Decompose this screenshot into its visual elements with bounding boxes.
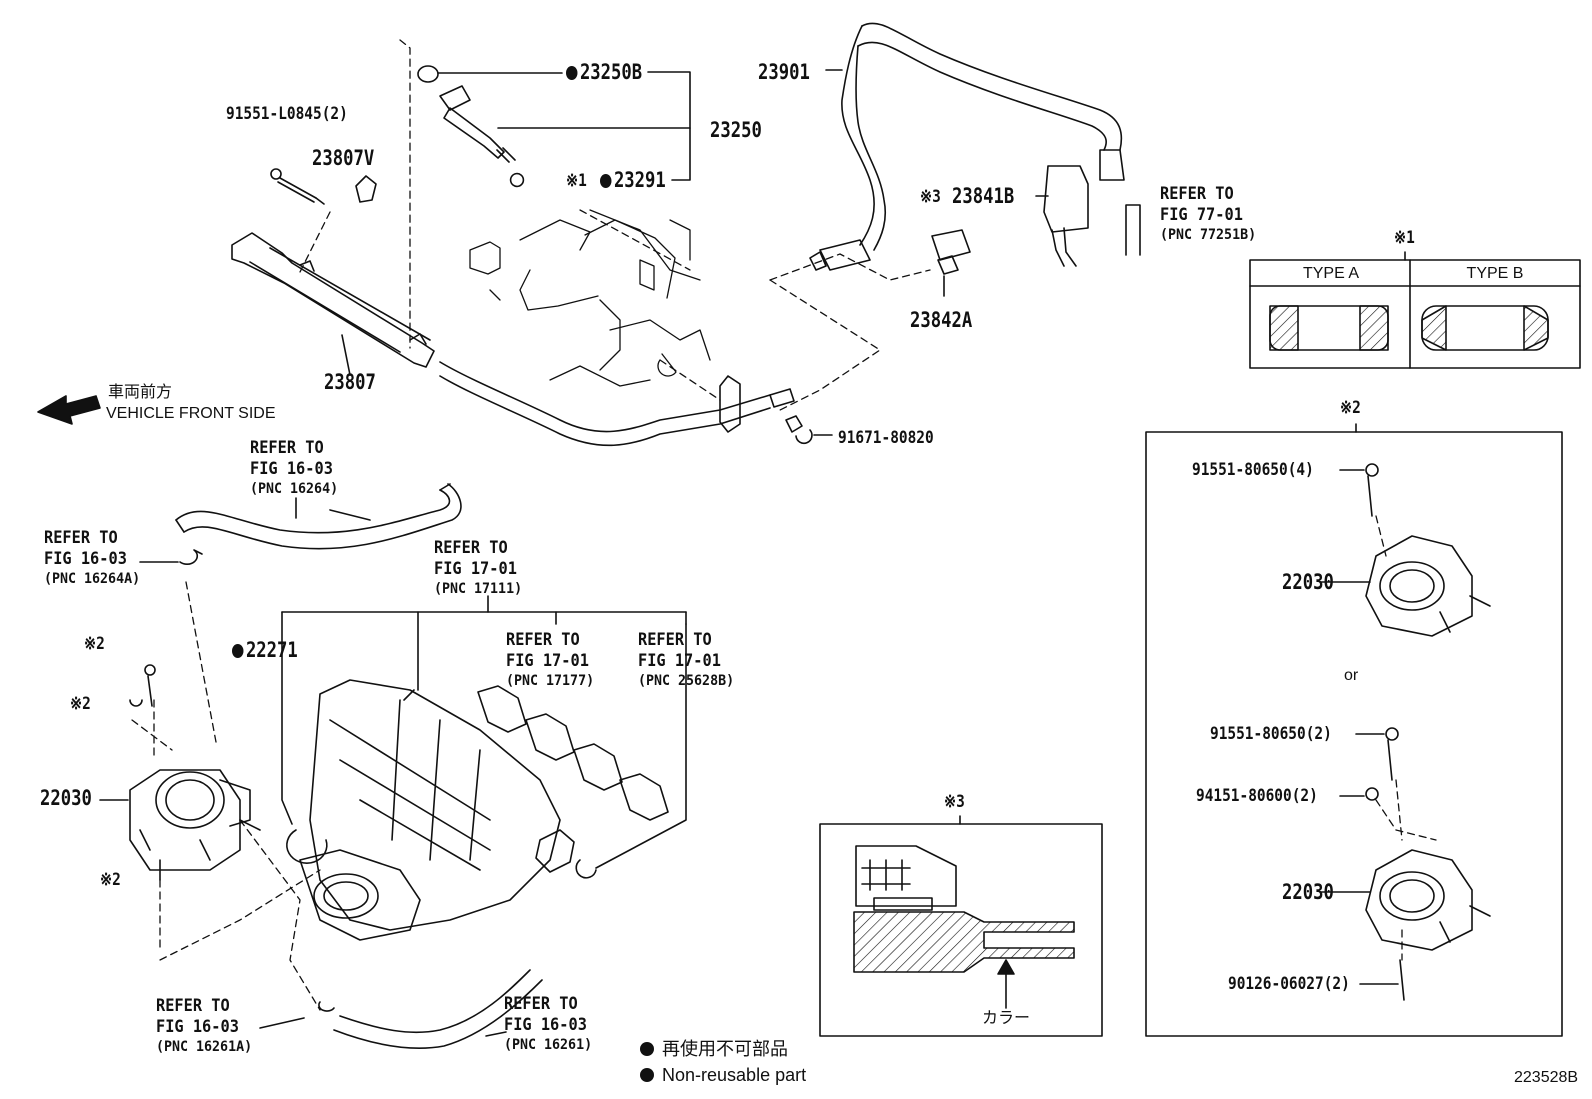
engine-ghost [469,209,711,387]
throttle-body-left [129,664,261,881]
assembly-lines-top [299,39,931,411]
part-note-2b: ※2 [70,694,91,714]
fuel-hose [809,22,1141,271]
reference-pnc-16264[interactable]: REFER TO FIG 16-03 (PNC 16264) [250,438,339,497]
figure-code: 223528B [1514,1069,1579,1086]
collar-label: カラー [982,1008,1031,1027]
inset2-nut2: 94151-80600(2) [1196,786,1318,806]
inset3-title: ※3 [944,792,965,812]
clamp-16264a [139,549,203,566]
part-label-22271: 22271 [232,640,298,661]
reference-pnc-16261a[interactable]: REFER TO FIG 16-03 (PNC 16261A) [156,996,253,1055]
inset2-tb-top: 22030 [1282,570,1334,594]
inset-throttle-options [1145,423,1563,1037]
bolt-91551-l0845 [270,168,377,205]
inset-type-ab [1249,251,1581,369]
inset-throttle-dashes [1375,515,1437,961]
non-reusable-dot-icon [600,174,612,188]
part-label-23291: 23291 [600,170,666,191]
inset2-bolt4: 91551-80650(4) [1192,460,1314,480]
part-label-23841b-note: ※3 [920,187,941,207]
reference-pnc-16261[interactable]: REFER TO FIG 16-03 (PNC 16261) [504,994,593,1053]
inset2-tb-bottom: 22030 [1282,880,1334,904]
non-reusable-dot-icon [232,644,244,658]
reference-pnc-25628b[interactable]: REFER TO FIG 17-01 (PNC 25628B) [638,630,735,689]
non-reusable-dot-icon [640,1042,654,1056]
part-label-22030-left: 22030 [40,786,92,810]
type-b-label: TYPE B [1466,265,1524,282]
inset2-stud2: 90126-06027(2) [1228,974,1350,994]
hose-16261 [318,969,543,1050]
type-a-label: TYPE A [1302,265,1360,282]
part-label-91551-l0845: 91551-L0845(2) [226,104,348,124]
injector-group [417,65,691,188]
part-label-23807v: 23807V [312,146,375,170]
delivery-pipe [231,232,795,447]
direction-label-jp: 車両前方 [108,382,173,401]
inset2-or: or [1344,667,1359,684]
intake-manifold [286,679,597,941]
part-label-23250b: 23250B [566,62,642,83]
reference-brackets [99,334,687,1029]
reference-pnc-17177[interactable]: REFER TO FIG 17-01 (PNC 17177) [506,630,595,689]
part-label-23807: 23807 [324,370,376,394]
inset1-title: ※1 [1394,228,1415,248]
part-label-23842a: 23842A [910,308,973,332]
manifold-gaskets [477,685,669,821]
vehicle-front-arrow [37,395,101,425]
assembly-lines-left [131,581,321,1011]
inset2-bolt2: 91551-80650(2) [1210,724,1332,744]
part-label-23250: 23250 [710,118,762,142]
direction-label-en: VEHICLE FRONT SIDE [106,405,276,422]
legend-jp: 再使用不可部品 [640,1040,788,1058]
part-label-91671: 91671-80820 [838,428,934,448]
non-reusable-dot-icon [640,1068,654,1082]
clip-23842a [931,229,971,297]
reference-fig-77-01[interactable]: REFER TO FIG 77-01 (PNC 77251B) [1160,184,1257,243]
part-label-23291-note: ※1 [566,171,587,191]
part-label-23901: 23901 [758,60,810,84]
hose-16264 [175,483,462,550]
non-reusable-dot-icon [566,66,578,80]
part-label-23841b: 23841B [952,184,1015,208]
bolt-91671 [785,415,833,445]
legend-en: Non-reusable part [640,1066,806,1084]
inset2-title: ※2 [1340,398,1361,418]
part-note-2c: ※2 [100,870,121,890]
reference-pnc-16264a[interactable]: REFER TO FIG 16-03 (PNC 16264A) [44,528,141,587]
connector-23841b [1035,165,1089,267]
part-note-2a: ※2 [84,634,105,654]
reference-pnc-17111[interactable]: REFER TO FIG 17-01 (PNC 17111) [434,538,523,597]
inset-collar [819,815,1103,1037]
